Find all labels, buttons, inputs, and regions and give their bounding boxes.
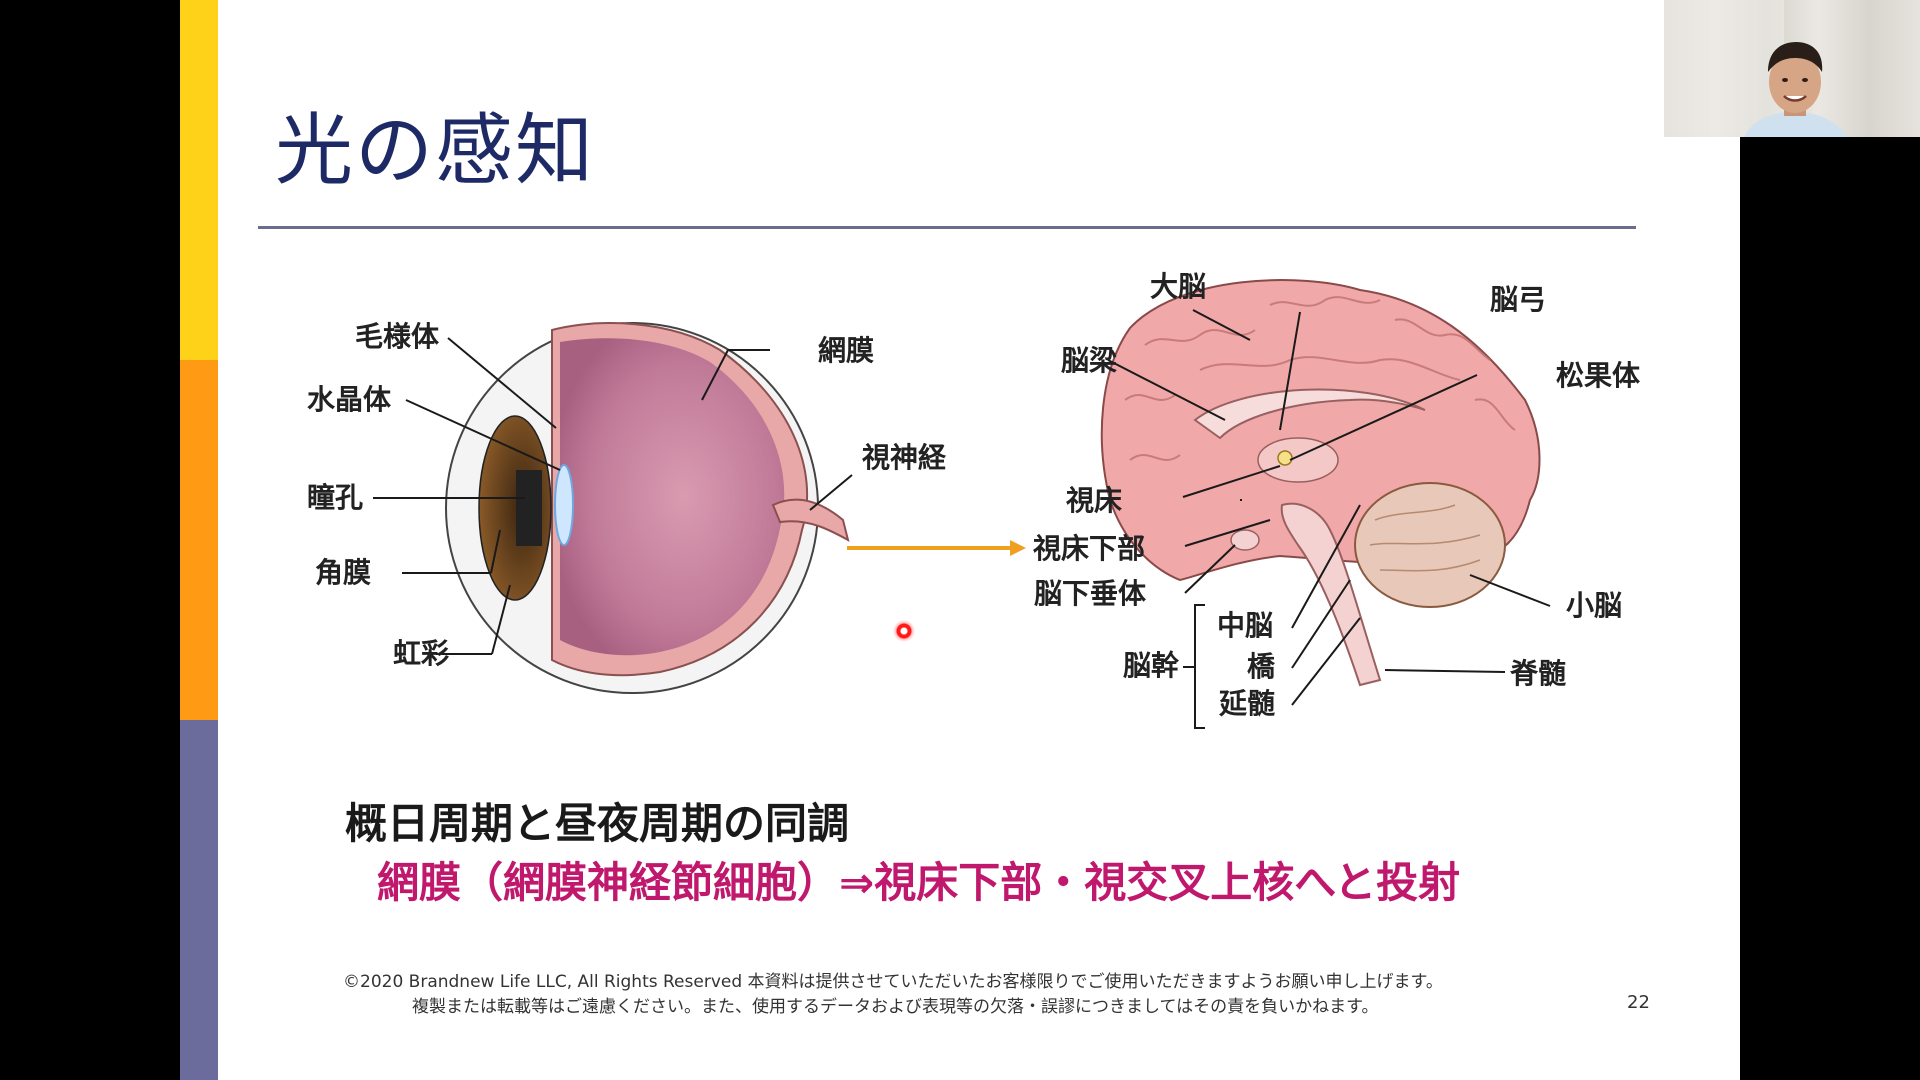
title-underline: [258, 226, 1636, 229]
copyright-line1: ©2020 Brandnew Life LLC, All Rights Rese…: [343, 972, 1443, 992]
cerebellum: [1354, 482, 1506, 608]
lens: [554, 464, 574, 546]
pituitary: [1230, 529, 1260, 551]
label-spinal-cord: 脊髄: [1510, 657, 1567, 690]
label-pineal-body: 松果体: [1556, 359, 1641, 392]
label-thalamus: 視床: [1066, 484, 1123, 517]
label-pituitary: 脳下垂体: [1034, 577, 1147, 610]
label-retina: 網膜: [818, 334, 875, 367]
label-midbrain: 中脳: [1217, 609, 1274, 642]
label-optic-nerve: 視神経: [862, 441, 947, 474]
accent-bar-slate: [180, 720, 218, 1080]
label-hypothalamus: 視床下部: [1033, 532, 1146, 565]
label-corpus-callosum: 脳梁: [1061, 344, 1118, 377]
accent-bar-orange: [180, 360, 218, 720]
brainstem: [1280, 502, 1382, 687]
label-brainstem: 脳幹: [1123, 649, 1180, 682]
label-pons: 橋: [1247, 650, 1276, 683]
label-cerebrum: 大脳: [1150, 270, 1207, 303]
label-iris: 虹彩: [393, 637, 450, 670]
accent-bar-yellow: [180, 0, 218, 360]
iris: [478, 415, 552, 601]
vitreous-body: [560, 338, 785, 656]
thalamus: [1257, 437, 1339, 483]
corpus-callosum: [1193, 388, 1426, 440]
sync-title: 概日周期と昼夜周期の同調: [345, 799, 850, 848]
page-number: 22: [1627, 992, 1650, 1013]
label-pupil: 瞳孔: [307, 481, 364, 514]
sync-detail: 網膜（網膜神経節細胞）⇒視床下部・視交叉上核へと投射: [377, 858, 1461, 907]
label-fornix: 脳弓: [1490, 283, 1547, 316]
brain-diagram: [1100, 279, 1551, 729]
laser-pointer-dot: [893, 620, 915, 642]
copyright-line2: 複製または転載等はご遠慮ください。また、使用するデータおよび表現等の欠落・誤謬に…: [412, 997, 1379, 1017]
presenter-webcam[interactable]: [1664, 0, 1920, 137]
pineal-body: [1277, 450, 1293, 466]
optic-nerve: [771, 498, 850, 542]
label-lens: 水晶体: [307, 383, 392, 416]
label-cerebellum: 小脳: [1566, 589, 1623, 622]
label-medulla: 延髄: [1219, 687, 1276, 720]
presentation-slide: 光の感知: [180, 0, 1740, 1080]
slide-title: 光の感知: [275, 106, 596, 196]
eye-diagram: [373, 322, 1026, 694]
pupil: [516, 470, 542, 546]
label-cornea: 角膜: [315, 556, 372, 589]
label-ciliary-body: 毛様体: [355, 320, 440, 353]
presenter-video-feed: [1664, 0, 1848, 137]
